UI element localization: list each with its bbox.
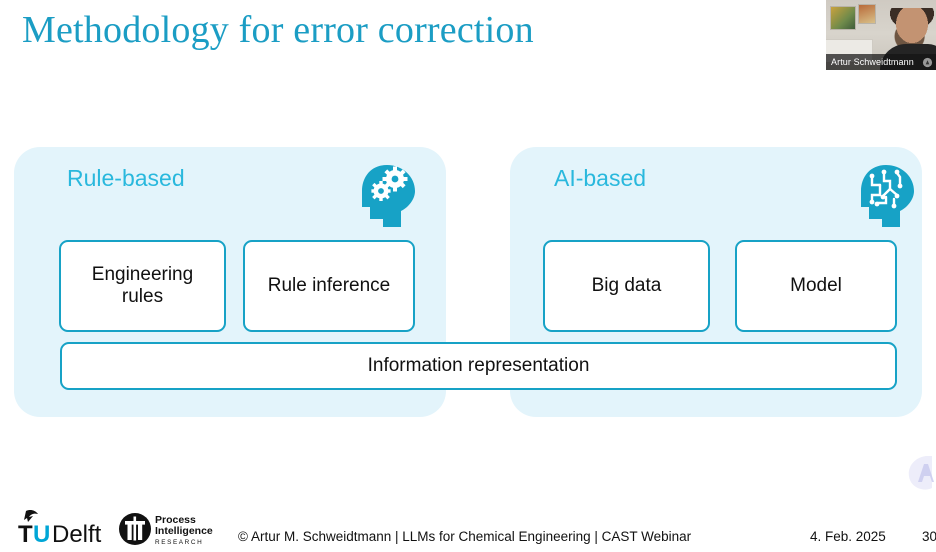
- concept-box-information-representation[interactable]: Information representation: [60, 342, 897, 390]
- wall-art-right: [858, 4, 876, 24]
- participant-name-bar: Artur Schweidtmann: [826, 54, 936, 70]
- footer-date: 4. Feb. 2025: [810, 529, 886, 544]
- svg-text:T: T: [18, 521, 33, 548]
- process-intelligence-research-logo: Process Intelligence RESEARCH: [119, 513, 213, 546]
- concept-box-big-data[interactable]: Big data: [543, 240, 710, 332]
- brand-logo-icon: [922, 57, 933, 68]
- participant-name-label: Artur Schweidtmann: [831, 57, 914, 67]
- svg-text:Intelligence: Intelligence: [155, 525, 213, 537]
- footer-credit-text: © Artur M. Schweidtmann | LLMs for Chemi…: [238, 529, 692, 544]
- head-gears-icon: [362, 165, 415, 227]
- panel-rule-based: [14, 147, 446, 417]
- panel-heading-rule-based: Rule-based: [67, 165, 185, 191]
- concept-box-label: Rule inference: [267, 274, 391, 296]
- concept-box-label: Big data: [591, 274, 662, 296]
- footer-page-number: 30: [922, 529, 936, 544]
- svg-text:RESEARCH: RESEARCH: [155, 539, 203, 546]
- panel-ai-based: [510, 147, 922, 417]
- slide-footer: T U Delft Process Intelligence RESEARCH …: [0, 506, 936, 552]
- concept-box-label: Information representation: [367, 354, 590, 376]
- webcam-video-thumbnail[interactable]: Artur Schweidtmann: [826, 0, 936, 70]
- svg-text:Delft: Delft: [52, 521, 102, 548]
- head-circuit-icon: [861, 165, 914, 227]
- svg-text:U: U: [33, 521, 50, 548]
- concept-box-engineering-rules[interactable]: Engineering rules: [59, 240, 226, 332]
- concept-box-label: Engineering rules: [91, 263, 194, 307]
- concept-box-rule-inference[interactable]: Rule inference: [243, 240, 415, 332]
- wall-art-left: [830, 6, 856, 30]
- panel-heading-ai-based: AI-based: [554, 165, 647, 191]
- svg-text:Process: Process: [155, 514, 196, 526]
- watermark-logo-icon: [908, 456, 934, 490]
- concept-box-model[interactable]: Model: [735, 240, 897, 332]
- concept-box-label: Model: [790, 274, 842, 296]
- page-title: Methodology for error correction: [22, 9, 534, 51]
- tudelft-logo: T U Delft: [18, 510, 102, 548]
